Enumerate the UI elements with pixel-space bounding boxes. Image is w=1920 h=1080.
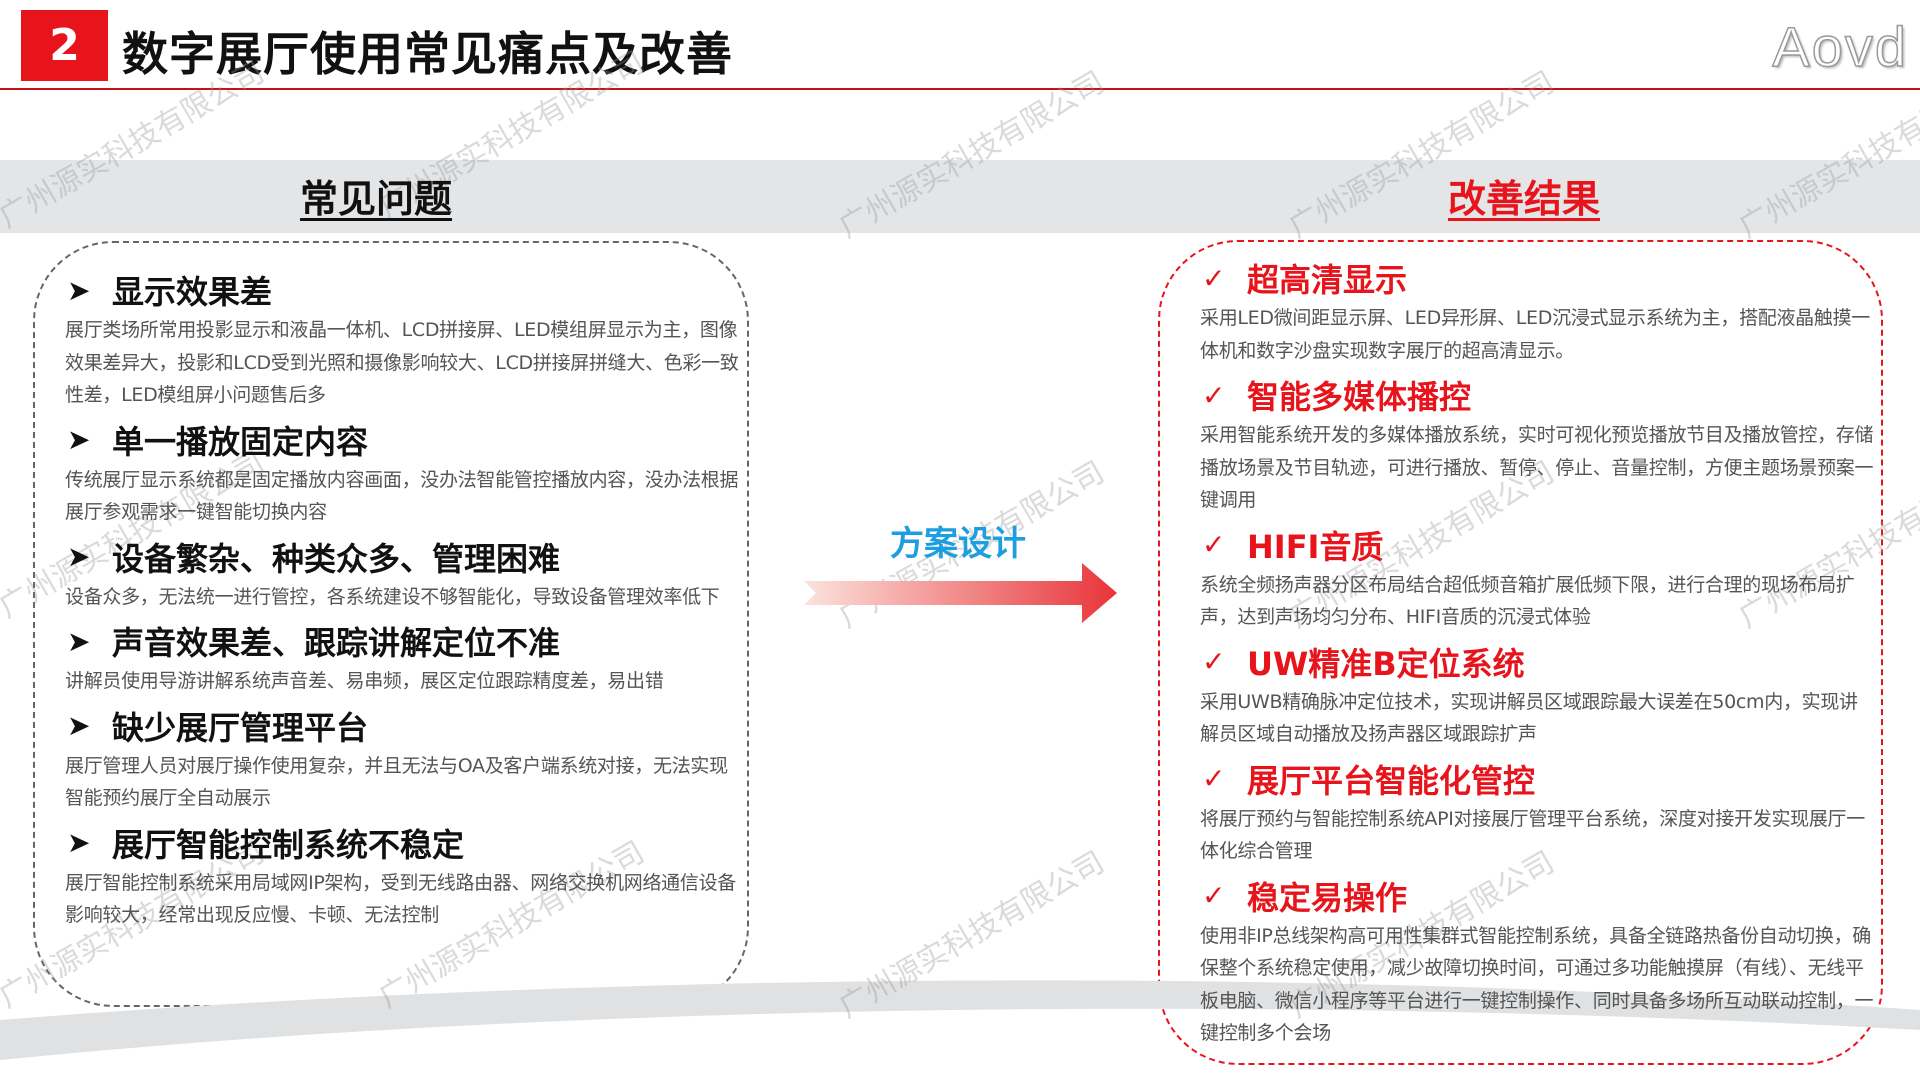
item-body: 展厅类场所常用投影显示和液晶一体机、LCD拼接屏、LED模组屏显示为主，图像效果… [65, 319, 739, 406]
item-heading: HIFI音质 [1247, 527, 1384, 566]
arrow-bullet-icon: ➤ [67, 624, 91, 658]
item-body: 设备众多，无法统一进行管控，各系统建设不够智能化，导致设备管理效率低下 [65, 585, 720, 608]
item-heading: 展厅智能控制系统不稳定 [112, 825, 465, 864]
arrow-bullet-icon: ➤ [67, 826, 91, 859]
item-body: 使用非IP总线架构高可用性集群式智能控制系统，具备全链路热备份自动切换，确保整个… [1200, 924, 1874, 1045]
list-item: ➤ 单一播放固定内容 传统展厅显示系统都是固定播放内容画面，没办法智能管控播放内容… [65, 418, 745, 529]
item-body: 采用LED微间距显示屏、LED异形屏、LED沉浸式显示系统为主，搭配液晶触摸一体… [1200, 307, 1870, 362]
header-divider [0, 88, 1920, 90]
item-heading: UW精准B定位系统 [1247, 644, 1525, 683]
item-heading: 智能多媒体播控 [1247, 378, 1472, 416]
item-body: 传统展厅显示系统都是固定播放内容画面，没办法智能管控播放内容，没办法根据展厅参观… [65, 468, 739, 524]
list-item: ➤ 缺少展厅管理平台 展厅管理人员对展厅操作使用复杂，并且无法与OA及客户端系统对… [65, 704, 745, 815]
item-heading: 显示效果差 [112, 273, 273, 311]
solution-design-label: 方案设计 [890, 524, 1026, 564]
list-item: ✓ 智能多媒体播控 采用智能系统开发的多媒体播放系统，实时可视化预览播放节目及播放… [1200, 373, 1876, 517]
arrow-bullet-icon: ➤ [67, 273, 91, 307]
list-item: ✓ UW精准B定位系统 采用UWB精确脉冲定位技术，实现讲解员区域跟踪最大误差在5… [1200, 640, 1876, 751]
brand-logo: Aovd [1772, 14, 1908, 79]
list-item: ➤ 展厅智能控制系统不稳定 展厅智能控制系统采用局域网IP架构，受到无线路由器、网… [65, 821, 745, 932]
list-item: ✓ 展厅平台智能化管控 将展厅预约与智能控制系统API对接展厅管理平台系统，深度对… [1200, 757, 1876, 868]
decorative-swoosh [0, 980, 1920, 1060]
checkmark-icon: ✓ [1202, 528, 1226, 561]
list-item: ➤ 设备繁杂、种类众多、管理困难 设备众多，无法统一进行管控，各系统建设不够智能化… [65, 535, 745, 614]
checkmark-icon: ✓ [1202, 645, 1226, 678]
problems-title: 常见问题 [300, 177, 453, 221]
list-item: ➤ 显示效果差 展厅类场所常用投影显示和液晶一体机、LCD拼接屏、LED模组屏显示… [65, 268, 745, 412]
results-list: ✓ 超高清显示 采用LED微间距显示屏、LED异形屏、LED沉浸式显示系统为主，搭… [1200, 256, 1876, 1056]
checkmark-icon: ✓ [1202, 261, 1226, 295]
item-body: 采用智能系统开发的多媒体播放系统，实时可视化预览播放节目及播放管控，存储播放场景… [1200, 424, 1874, 511]
list-item: ✓ HIFI音质 系统全频扬声器分区布局结合超低频音箱扩展低频下限，进行合理的现场… [1200, 523, 1876, 634]
page-title: 数字展厅使用常见痛点及改善 [122, 27, 733, 81]
section-header-band [0, 160, 1920, 233]
item-heading: 超高清显示 [1247, 261, 1408, 299]
checkmark-icon: ✓ [1202, 879, 1226, 912]
checkmark-icon: ✓ [1202, 378, 1226, 412]
item-body: 展厅智能控制系统采用局域网IP架构，受到无线路由器、网络交换机网络通信设备影响较… [65, 871, 736, 927]
item-heading: 声音效果差、跟踪讲解定位不准 [112, 624, 561, 662]
section-number: 2 [49, 20, 80, 71]
item-body: 展厅管理人员对展厅操作使用复杂，并且无法与OA及客户端系统对接，无法实现智能预约… [65, 754, 728, 810]
item-heading: 稳定易操作 [1247, 878, 1408, 917]
item-body: 讲解员使用导游讲解系统声音差、易串频，展区定位跟踪精度差，易出错 [65, 670, 664, 692]
item-body: 系统全频扬声器分区布局结合超低频音箱扩展低频下限，进行合理的现场布局扩声，达到声… [1200, 573, 1855, 629]
list-item: ➤ 声音效果差、跟踪讲解定位不准 讲解员使用导游讲解系统声音差、易串频，展区定位跟… [65, 619, 745, 698]
results-title: 改善结果 [1448, 177, 1601, 221]
item-body: 采用UWB精确脉冲定位技术，实现讲解员区域跟踪最大误差在50cm内，实现讲解员区… [1200, 690, 1858, 746]
arrow-bullet-icon: ➤ [67, 709, 91, 742]
item-heading: 缺少展厅管理平台 [112, 708, 369, 747]
section-number-badge: 2 [21, 10, 108, 81]
item-heading: 展厅平台智能化管控 [1247, 761, 1536, 800]
arrow-bullet-icon: ➤ [67, 423, 91, 456]
list-item: ✓ 稳定易操作 使用非IP总线架构高可用性集群式智能控制系统，具备全链路热备份自动… [1200, 874, 1876, 1050]
list-item: ✓ 超高清显示 采用LED微间距显示屏、LED异形屏、LED沉浸式显示系统为主，搭… [1200, 256, 1876, 367]
right-arrow-icon [804, 563, 1117, 623]
results-panel [1158, 240, 1883, 1065]
item-heading: 设备繁杂、种类众多、管理困难 [112, 539, 561, 578]
problems-list: ➤ 显示效果差 展厅类场所常用投影显示和液晶一体机、LCD拼接屏、LED模组屏显示… [65, 268, 745, 938]
item-heading: 单一播放固定内容 [112, 422, 369, 461]
checkmark-icon: ✓ [1202, 762, 1226, 795]
arrow-bullet-icon: ➤ [67, 540, 91, 573]
item-body: 将展厅预约与智能控制系统API对接展厅管理平台系统，深度对接开发实现展厅一体化综… [1200, 807, 1865, 863]
